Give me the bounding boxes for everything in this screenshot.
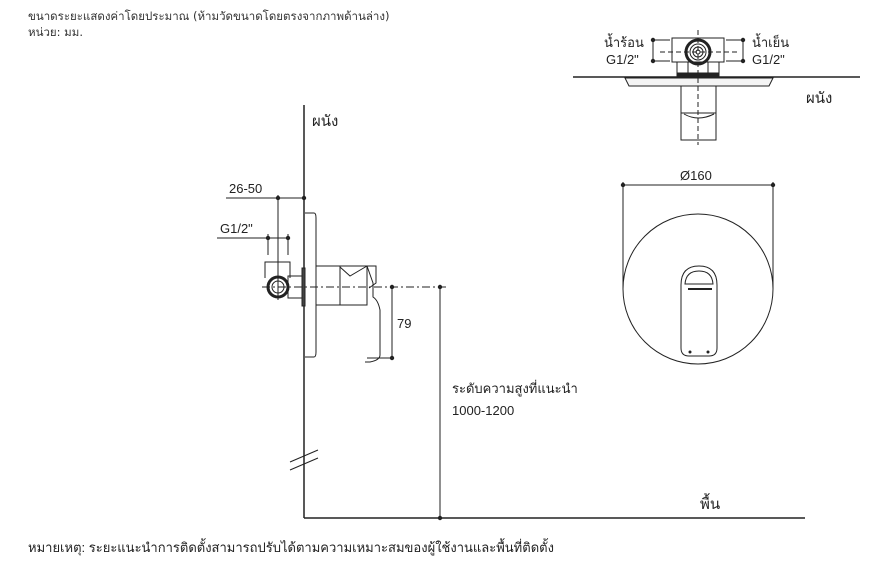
diameter-dimension: Ø160 [680, 168, 712, 183]
handle-drop-dimension: 79 [397, 316, 411, 331]
unit-note: หน่วย: มม. [28, 25, 83, 39]
floor-label: พื้น [700, 493, 720, 513]
cold-water-size: G1/2" [752, 52, 785, 67]
side-wall-label: ผนัง [312, 113, 338, 130]
top-wall-label: ผนัง [806, 90, 832, 107]
recommended-height-label: ระดับความสูงที่แนะนำ [452, 380, 578, 397]
hot-water-size: G1/2" [606, 52, 639, 67]
cold-water-label: น้ำเย็น [752, 33, 789, 50]
approx-dimension-note: ขนาดระยะแสดงค่าโดยประมาณ (ห้ามวัดขนาดโดย… [28, 9, 390, 23]
wall-depth-dimension: 26-50 [229, 181, 262, 196]
hot-water-label: น้ำร้อน [604, 33, 644, 50]
footer-remark: หมายเหตุ: ระยะแนะนำการติดตั้งสามารถปรับไ… [28, 538, 554, 556]
inlet-size-dimension: G1/2" [220, 221, 253, 236]
top-view [573, 30, 860, 145]
front-view [620, 182, 776, 365]
side-view [217, 105, 805, 521]
recommended-height-value: 1000-1200 [452, 403, 514, 418]
